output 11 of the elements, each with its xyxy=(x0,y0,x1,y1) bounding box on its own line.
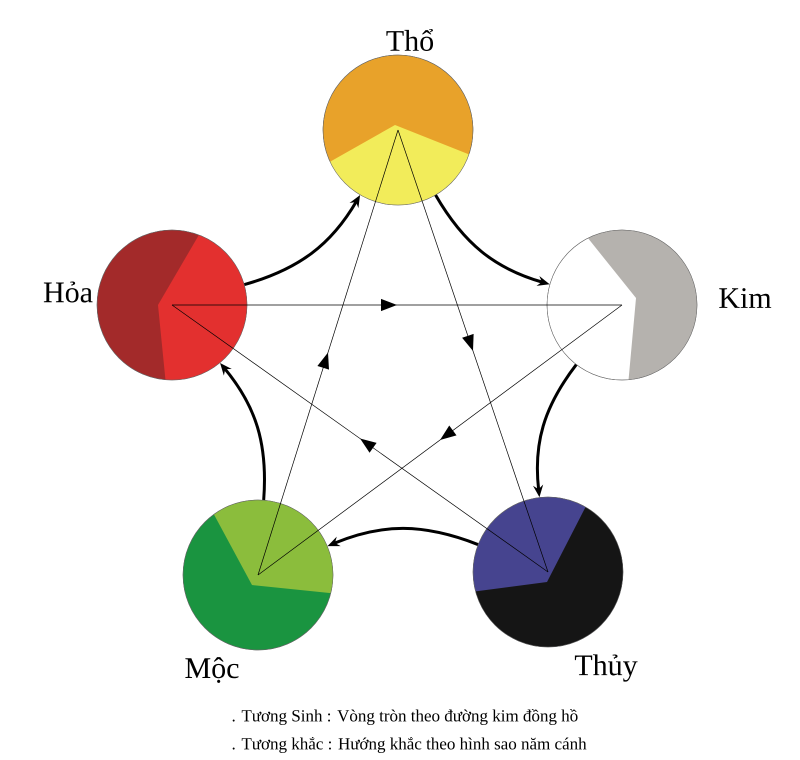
star-arrow xyxy=(172,304,548,572)
star-arrow xyxy=(398,130,548,572)
element-label: Thủy xyxy=(574,654,638,682)
element-label: Mộc xyxy=(185,657,239,683)
note-text: . Tương Sinh : Vòng tròn theo đường kim đồng hồ xyxy=(232,709,578,725)
element-label: Thổ xyxy=(386,28,434,52)
element-label: Hỏa xyxy=(44,282,93,302)
star-arrow xyxy=(258,130,398,576)
star-arrow xyxy=(258,304,622,576)
element-label: Kim xyxy=(719,288,772,308)
note-text: . Tương khắc : Hướng khắc theo hình sao năm cánh xyxy=(232,737,586,753)
